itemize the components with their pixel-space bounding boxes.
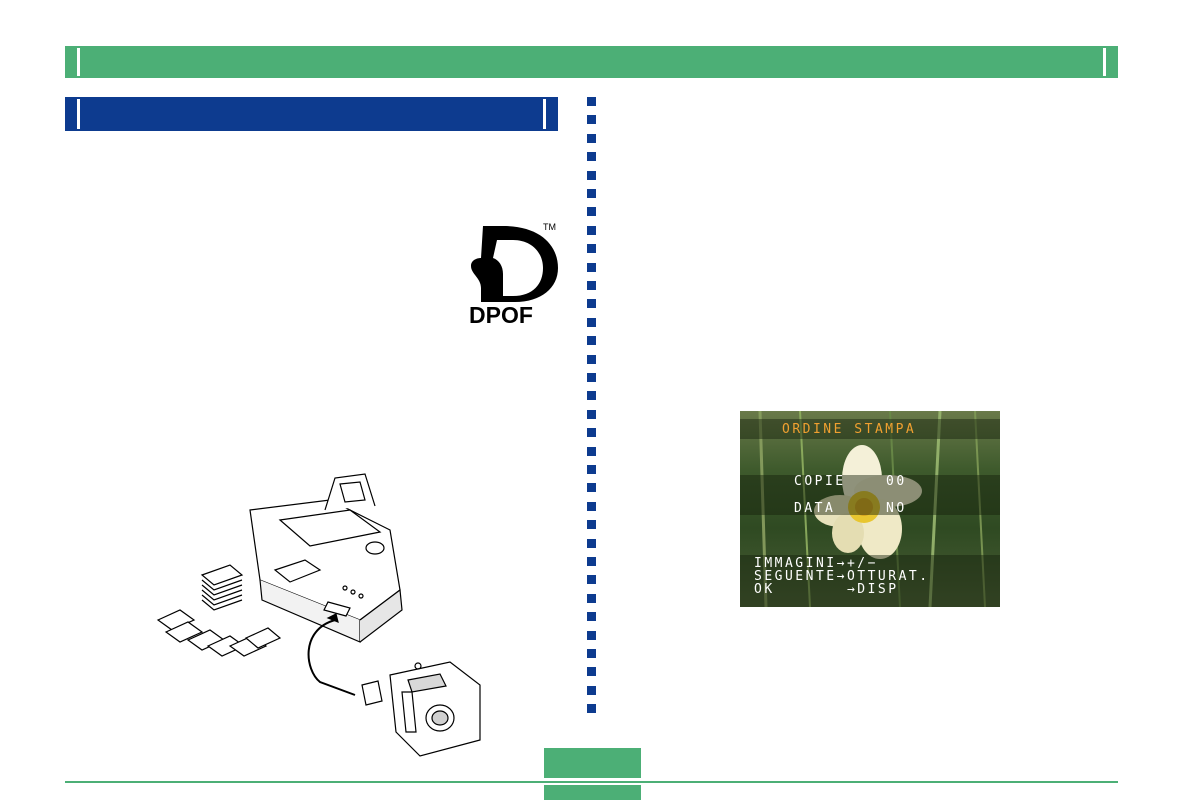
footer-rule (65, 781, 1118, 783)
divider-dot (587, 134, 596, 143)
divider-dot (587, 465, 596, 474)
divider-dot (587, 520, 596, 529)
divider-dot (587, 336, 596, 345)
dpof-trademark: TM (543, 222, 556, 232)
divider-dot (587, 226, 596, 235)
section-notch-left (77, 99, 80, 129)
divider-dot (587, 373, 596, 382)
divider-dot (587, 171, 596, 180)
divider-dot (587, 612, 596, 621)
divider-dot (587, 391, 596, 400)
page-number-tab (544, 748, 641, 778)
lcd-date-label: DATA (794, 502, 835, 515)
divider-dot (587, 649, 596, 658)
divider-dot (587, 502, 596, 511)
divider-dot (587, 428, 596, 437)
divider-dot (587, 410, 596, 419)
header-notch-right (1103, 48, 1106, 76)
divider-dot (587, 686, 596, 695)
divider-dot (587, 557, 596, 566)
divider-dot (587, 152, 596, 161)
divider-dot (587, 244, 596, 253)
dpof-logo-text: DPOF (469, 302, 533, 329)
dpof-logo: DPOF TM (463, 222, 563, 332)
column-divider (587, 97, 596, 722)
divider-dot (587, 483, 596, 492)
divider-dot (587, 575, 596, 584)
camera-lcd-screen: ORDINE STAMPA COPIE 00 DATA NO IMMAGINI→… (740, 411, 1000, 607)
divider-dot (587, 355, 596, 364)
lcd-date-value: NO (886, 502, 907, 515)
divider-dot (587, 97, 596, 106)
lcd-copies-value: 00 (886, 475, 907, 488)
divider-dot (587, 539, 596, 548)
divider-dot (587, 281, 596, 290)
dpof-logo-mark (463, 222, 563, 302)
divider-dot (587, 631, 596, 640)
lcd-help-line-3: OK →DISP (754, 583, 899, 596)
lcd-title: ORDINE STAMPA (782, 423, 916, 436)
section-notch-right (543, 99, 546, 129)
header-notch-left (77, 48, 80, 76)
divider-dot (587, 263, 596, 272)
divider-dot (587, 318, 596, 327)
divider-dot (587, 299, 596, 308)
section-header-band (65, 97, 558, 131)
page-number-tab-base (544, 785, 641, 800)
divider-dot (587, 704, 596, 713)
divider-dot (587, 594, 596, 603)
divider-dot (587, 207, 596, 216)
lcd-copies-label: COPIE (794, 475, 846, 488)
printer-camera-illustration (150, 470, 490, 770)
divider-dot (587, 667, 596, 676)
top-header-band (65, 46, 1118, 78)
printer-camera-drawing (150, 470, 490, 770)
divider-dot (587, 447, 596, 456)
divider-dot (587, 115, 596, 124)
lcd-settings-strip (740, 475, 1000, 515)
divider-dot (587, 189, 596, 198)
